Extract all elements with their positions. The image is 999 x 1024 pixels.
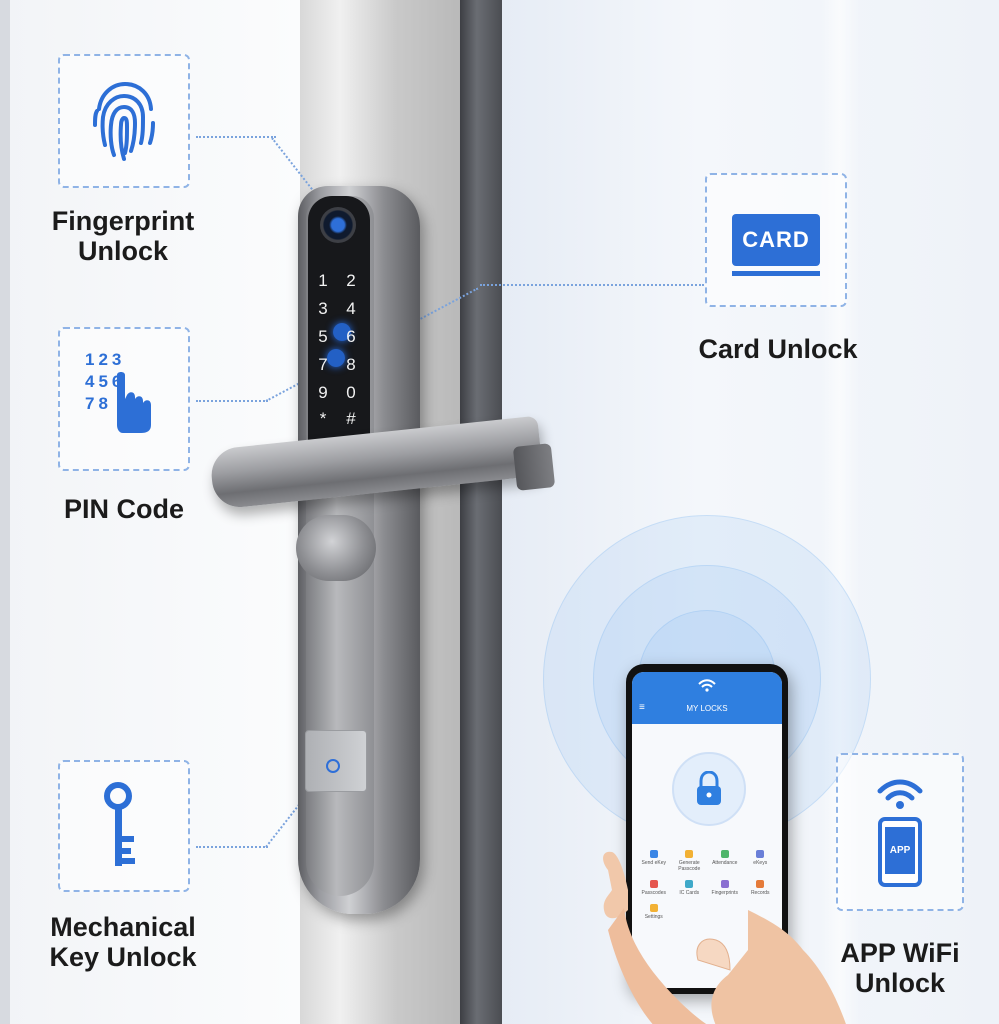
app-grid-label: Records bbox=[750, 890, 770, 896]
finger-press-icon bbox=[117, 372, 151, 433]
menu-icon[interactable]: ≡ bbox=[639, 702, 645, 713]
pin-digits: 123 456 78 bbox=[85, 349, 125, 415]
app-grid-icon bbox=[720, 850, 729, 858]
app-grid-label: eKeys bbox=[753, 860, 768, 866]
label-line: Key Unlock bbox=[49, 942, 197, 972]
app-grid-icon bbox=[756, 850, 765, 858]
app-feature-grid: Send eKey Generate Passcode Attendance eKey… bbox=[636, 850, 778, 920]
phone-icon: APP bbox=[878, 817, 922, 887]
card-label: Card Unlock bbox=[698, 334, 858, 364]
app-grid-label: Generate Passcode bbox=[678, 860, 701, 872]
app-header: ≡ MY LOCKS bbox=[632, 672, 782, 724]
fingerprint-sensor bbox=[320, 207, 356, 243]
fingerprint-icon bbox=[93, 81, 155, 161]
fingerprint-label: Fingerprint Unlock bbox=[30, 206, 216, 266]
fingerprint-box bbox=[58, 54, 190, 188]
keypad-key[interactable]: 1 bbox=[318, 271, 328, 290]
keypad-key[interactable]: 4 bbox=[346, 299, 356, 318]
key-glow bbox=[333, 323, 351, 341]
keypad-key[interactable]: 6 bbox=[346, 327, 356, 346]
hand bbox=[603, 851, 846, 1024]
lever-handle-end bbox=[512, 443, 556, 491]
label-line: Unlock bbox=[77, 236, 169, 266]
app-grid-icon bbox=[685, 880, 694, 888]
key-box bbox=[58, 760, 190, 892]
keypad-key[interactable]: 2 bbox=[346, 271, 356, 290]
app-grid-item[interactable]: Passcodes bbox=[636, 880, 672, 896]
app-grid-icon bbox=[756, 880, 765, 888]
app-box: APP bbox=[836, 753, 964, 911]
app-grid-icon bbox=[649, 850, 658, 858]
app-grid-item[interactable]: Fingerprints bbox=[707, 880, 743, 896]
app-title: MY LOCKS bbox=[686, 704, 728, 713]
app-grid-label: IC Cards bbox=[679, 890, 700, 896]
keypad-key[interactable]: 3 bbox=[318, 299, 328, 318]
app-grid-item[interactable]: Send eKey bbox=[636, 850, 672, 872]
app-grid-label: Fingerprints bbox=[711, 890, 738, 896]
pin-row: 456 bbox=[85, 372, 126, 391]
keypad-key[interactable]: 5 bbox=[318, 327, 328, 346]
label-line: Mechanical bbox=[50, 912, 196, 942]
connector-card bbox=[480, 284, 704, 286]
card-icon: CARD bbox=[732, 214, 820, 276]
keypad-key[interactable]: 7 bbox=[318, 355, 328, 374]
label-line: Fingerprint bbox=[51, 206, 195, 236]
connector-key bbox=[196, 846, 268, 848]
keypad-key[interactable]: 0 bbox=[346, 383, 356, 402]
connector-fingerprint bbox=[196, 136, 276, 138]
app-grid-item[interactable]: eKeys bbox=[743, 850, 779, 872]
wifi-icon bbox=[877, 779, 923, 809]
pin-box: 123 456 78 bbox=[58, 327, 190, 471]
wifi-signal-icon bbox=[698, 679, 716, 692]
card-text: CARD bbox=[742, 227, 810, 252]
key-glow bbox=[327, 349, 345, 367]
app-grid-item[interactable]: IC Cards bbox=[672, 880, 708, 896]
pin-row: 123 bbox=[85, 350, 126, 369]
door-frame-dark bbox=[460, 0, 502, 1024]
unlock-button[interactable] bbox=[672, 752, 746, 826]
phone-screen: ≡ MY LOCKS Send eKey Generate Passcode Att… bbox=[632, 672, 782, 988]
padlock-icon bbox=[697, 771, 721, 805]
app-grid-icon bbox=[649, 904, 658, 912]
door-edge bbox=[0, 0, 10, 1024]
connector-pin bbox=[196, 400, 268, 402]
app-grid-item[interactable]: Settings bbox=[636, 904, 672, 920]
keypad-key[interactable]: 9 bbox=[318, 383, 328, 402]
app-grid-item[interactable]: Attendance bbox=[707, 850, 743, 872]
app-grid-label: Attendance bbox=[712, 860, 738, 866]
keypad-key[interactable]: * bbox=[319, 409, 327, 428]
pin-row: 78 bbox=[85, 394, 112, 413]
keyhole bbox=[326, 759, 340, 773]
app-grid-label: Send eKey bbox=[641, 860, 666, 866]
app-grid-item[interactable]: Generate Passcode bbox=[672, 850, 708, 872]
key-label: Mechanical Key Unlock bbox=[30, 912, 216, 972]
app-grid-label: Settings bbox=[644, 914, 663, 920]
keypad-key[interactable]: 8 bbox=[346, 355, 356, 374]
app-grid-icon bbox=[649, 880, 658, 888]
app-label: APP WiFi Unlock bbox=[818, 938, 982, 998]
card-box: CARD bbox=[705, 173, 847, 307]
label-line: APP WiFi bbox=[840, 938, 960, 968]
keypad-key[interactable]: # bbox=[346, 409, 356, 428]
handle-rose bbox=[296, 515, 376, 581]
app-grid-item[interactable]: Records bbox=[743, 880, 779, 896]
key-icon bbox=[104, 782, 135, 866]
label-line: Unlock bbox=[854, 968, 946, 998]
app-text: APP bbox=[889, 845, 911, 856]
pin-label: PIN Code bbox=[63, 494, 184, 524]
app-grid-label: Passcodes bbox=[641, 890, 666, 896]
app-grid-icon bbox=[720, 880, 729, 888]
app-grid-icon bbox=[685, 850, 694, 858]
